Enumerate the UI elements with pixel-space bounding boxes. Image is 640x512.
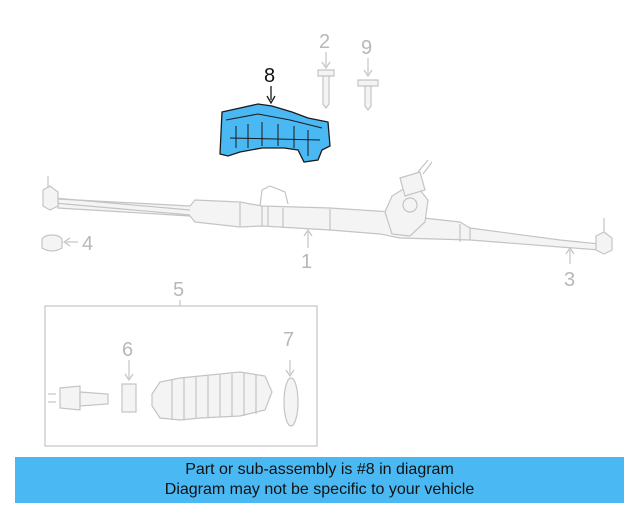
heat-shield-part-8[interactable] bbox=[219, 86, 331, 163]
callout-9: 9 bbox=[361, 37, 372, 59]
callout-6: 6 bbox=[122, 339, 133, 361]
callout-2: 2 bbox=[319, 31, 330, 53]
callout-1: 1 bbox=[301, 251, 312, 273]
bushing-part-4 bbox=[41, 234, 78, 252]
banner-line-disclaimer: Diagram may not be specific to your vehi… bbox=[164, 481, 475, 498]
callout-3: 3 bbox=[564, 269, 575, 291]
callout-5: 5 bbox=[173, 279, 184, 301]
info-banner: Part or sub-assembly is #8 in diagram Di… bbox=[15, 457, 624, 503]
banner-line-part-info: Part or sub-assembly is #8 in diagram bbox=[185, 461, 454, 478]
bolt-part-9 bbox=[357, 58, 379, 111]
bolt-part-2 bbox=[317, 52, 335, 109]
boot-kit-part-5 bbox=[44, 300, 318, 447]
callout-4: 4 bbox=[82, 233, 93, 255]
callout-7: 7 bbox=[283, 329, 294, 351]
steering-rack-assembly bbox=[42, 159, 613, 264]
callout-8: 8 bbox=[264, 65, 275, 87]
